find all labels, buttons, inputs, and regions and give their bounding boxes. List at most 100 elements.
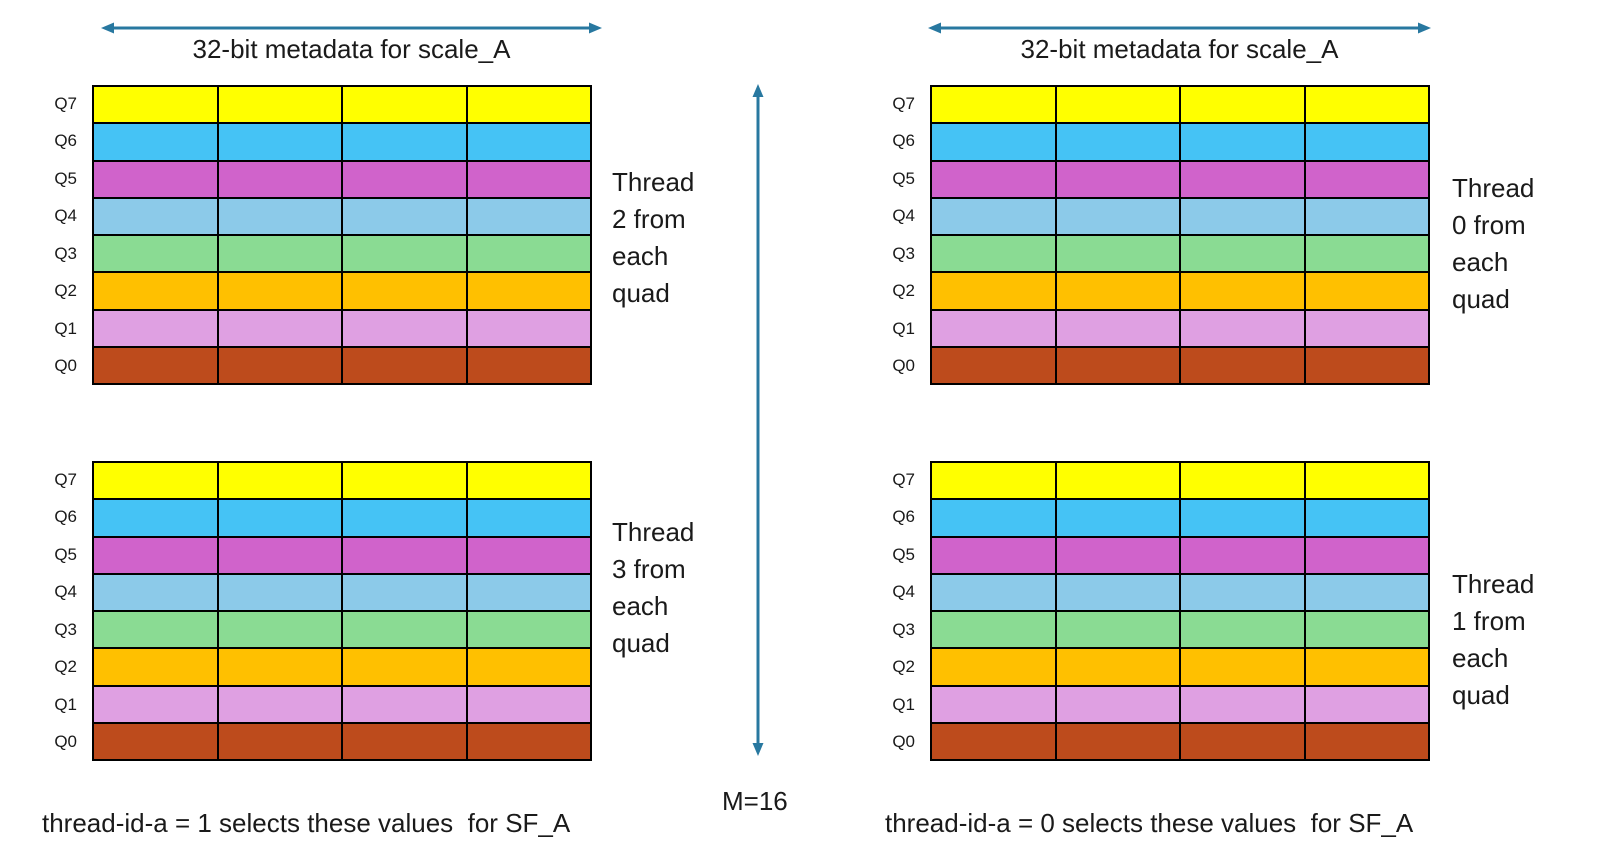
- cell-q3-col3: [467, 612, 590, 648]
- cell-q2-col1: [218, 273, 341, 309]
- cell-q3-col1: [1056, 236, 1179, 272]
- cell-q4-col2: [1181, 198, 1304, 234]
- metadata-grid-right-top: [930, 85, 1430, 385]
- row-label-q7: Q7: [892, 469, 915, 489]
- cell-q1-col3: [1305, 310, 1428, 346]
- cell-q6-col3: [467, 124, 590, 160]
- metadata-grid-left-top: [92, 85, 592, 385]
- cell-q0-col0: [94, 723, 217, 759]
- cell-q6-col3: [467, 500, 590, 536]
- cell-q5-col3: [1305, 537, 1428, 573]
- cell-q7-col3: [467, 87, 590, 123]
- cell-q3-col3: [1305, 236, 1428, 272]
- cell-q6-col2: [1181, 500, 1304, 536]
- cell-q6-col2: [1181, 124, 1304, 160]
- cell-q2-col3: [1305, 273, 1428, 309]
- cell-q1-col0: [94, 310, 217, 346]
- row-label-q3: Q3: [892, 619, 915, 639]
- cell-q0-col3: [467, 347, 590, 383]
- cell-q3-col2: [1181, 612, 1304, 648]
- cell-q0-col3: [1305, 723, 1428, 759]
- cell-q0-col3: [467, 723, 590, 759]
- cell-q6-col0: [94, 500, 217, 536]
- cell-q5-col2: [1181, 537, 1304, 573]
- cell-q0-col2: [343, 347, 466, 383]
- cell-q1-col2: [343, 310, 466, 346]
- cell-q4-col1: [1056, 198, 1179, 234]
- cell-q4-col2: [1181, 574, 1304, 610]
- cell-q4-col0: [94, 198, 217, 234]
- cell-q2-col0: [94, 649, 217, 685]
- row-label-q4: Q4: [54, 206, 77, 226]
- row-label-q3: Q3: [892, 243, 915, 263]
- width-double-arrow-left: [101, 22, 602, 34]
- cell-q3-col2: [343, 236, 466, 272]
- row-label-q6: Q6: [54, 507, 77, 527]
- cell-q6-col0: [932, 124, 1055, 160]
- cell-q1-col3: [467, 310, 590, 346]
- row-label-q6: Q6: [892, 507, 915, 527]
- cell-q6-col1: [1056, 124, 1179, 160]
- row-label-q2: Q2: [54, 281, 77, 301]
- row-label-q4: Q4: [892, 206, 915, 226]
- cell-q5-col1: [218, 161, 341, 197]
- metadata-grid-left-bottom: [92, 461, 592, 761]
- row-label-q6: Q6: [54, 131, 77, 151]
- cell-q3-col0: [94, 236, 217, 272]
- cell-q3-col2: [1181, 236, 1304, 272]
- thread-label-left-top: Thread 2 from each quad: [612, 167, 695, 308]
- cell-q5-col0: [94, 537, 217, 573]
- cell-q6-col3: [1305, 124, 1428, 160]
- cell-q5-col3: [467, 537, 590, 573]
- cell-q4-col1: [218, 198, 341, 234]
- cell-q1-col1: [1056, 310, 1179, 346]
- cell-q1-col0: [932, 686, 1055, 722]
- cell-q2-col3: [467, 273, 590, 309]
- row-label-q0: Q0: [892, 732, 915, 752]
- cell-q6-col2: [343, 124, 466, 160]
- thread-label-right-top: Thread 0 from each quad: [1452, 173, 1535, 314]
- row-label-q7: Q7: [54, 469, 77, 489]
- row-label-q3: Q3: [54, 619, 77, 639]
- cell-q6-col1: [1056, 500, 1179, 536]
- row-label-q6: Q6: [892, 131, 915, 151]
- cell-q4-col1: [1056, 574, 1179, 610]
- cell-q3-col1: [218, 612, 341, 648]
- cell-q4-col0: [932, 574, 1055, 610]
- row-label-q5: Q5: [892, 544, 915, 564]
- cell-q5-col1: [1056, 537, 1179, 573]
- metadata-header-left: 32-bit metadata for scale_A: [192, 34, 511, 64]
- cell-q5-col1: [218, 537, 341, 573]
- cell-q5-col2: [343, 161, 466, 197]
- cell-q7-col2: [1181, 87, 1304, 123]
- cell-q0-col1: [1056, 723, 1179, 759]
- cell-q2-col1: [218, 649, 341, 685]
- cell-q2-col1: [1056, 273, 1179, 309]
- cell-q7-col1: [218, 87, 341, 123]
- cell-q2-col0: [932, 273, 1055, 309]
- thread-label-right-bottom: Thread 1 from each quad: [1452, 569, 1535, 710]
- cell-q1-col3: [467, 686, 590, 722]
- cell-q7-col2: [1181, 463, 1304, 499]
- cell-q4-col3: [1305, 198, 1428, 234]
- cell-q7-col3: [1305, 87, 1428, 123]
- cell-q5-col1: [1056, 161, 1179, 197]
- cell-q3-col2: [343, 612, 466, 648]
- row-label-q1: Q1: [892, 694, 915, 714]
- row-label-q5: Q5: [892, 168, 915, 188]
- cell-q4-col2: [343, 574, 466, 610]
- cell-q7-col2: [343, 87, 466, 123]
- cell-q4-col3: [467, 574, 590, 610]
- row-label-q3: Q3: [54, 243, 77, 263]
- cell-q3-col1: [218, 236, 341, 272]
- cell-q3-col0: [932, 612, 1055, 648]
- cell-q2-col3: [467, 649, 590, 685]
- cell-q4-col3: [1305, 574, 1428, 610]
- cell-q1-col1: [218, 310, 341, 346]
- cell-q2-col3: [1305, 649, 1428, 685]
- metadata-grid-right-bottom: [930, 461, 1430, 761]
- row-label-q1: Q1: [54, 318, 77, 338]
